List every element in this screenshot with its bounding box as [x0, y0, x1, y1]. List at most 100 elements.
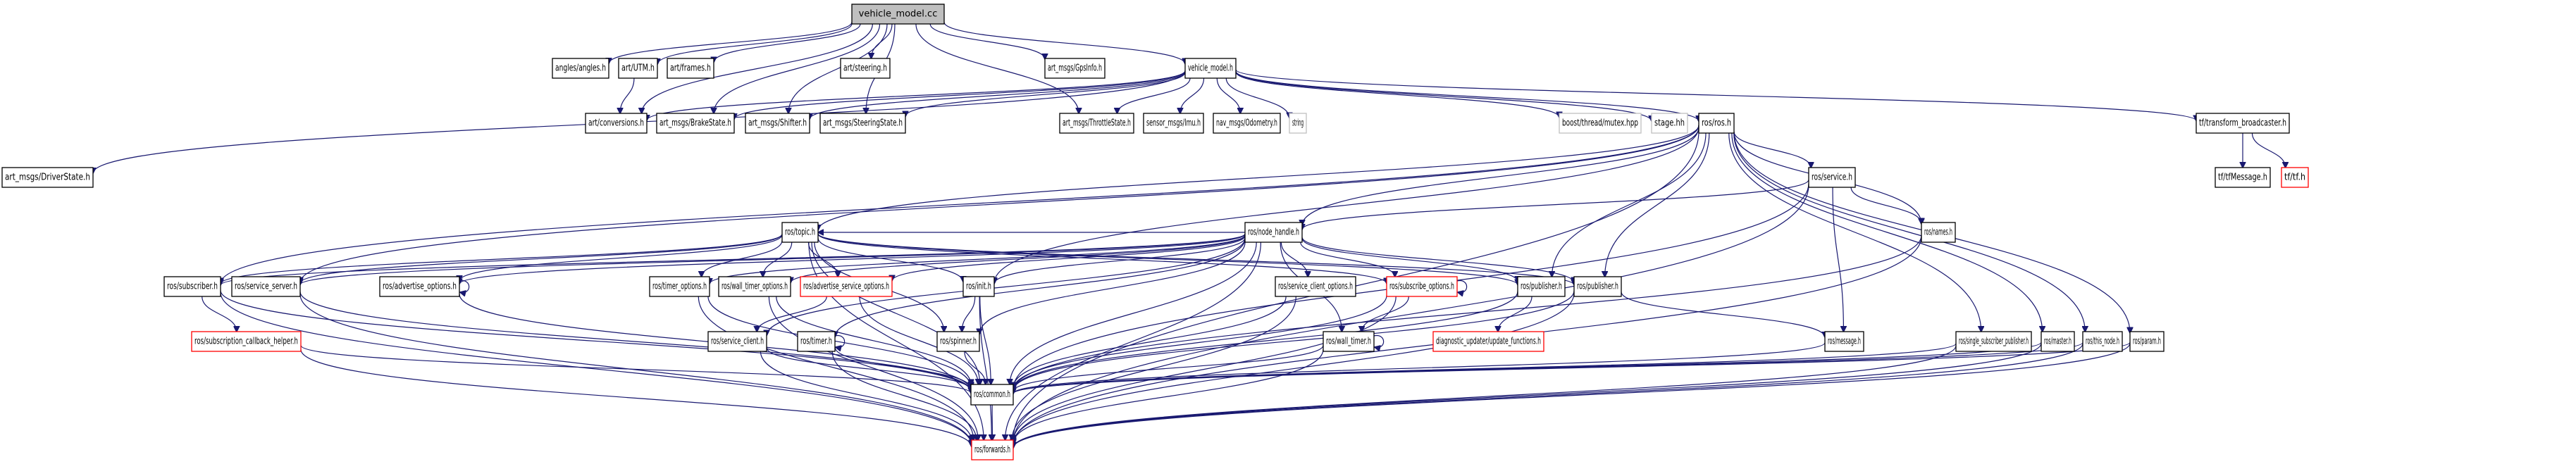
node-sub-cb-helper[interactable]: ros/subscription_callback_helper.h [191, 331, 302, 352]
node-label: art_msgs/DriverState.h [5, 173, 90, 183]
node-single-sub-pub[interactable]: ros/single_subscriber_publisher.h [1955, 331, 2032, 352]
node-odometry[interactable]: nav_msgs/Odometry.h [1213, 113, 1281, 134]
edge-line [202, 296, 237, 332]
node-init-h[interactable]: ros/init.h [962, 276, 995, 297]
node-message-h[interactable]: ros/message.h [1824, 331, 1864, 352]
node-shifter[interactable]: art_msgs/Shifter.h [745, 113, 810, 134]
edge-line [620, 77, 635, 113]
node-conversions[interactable]: art/conversions.h [585, 113, 648, 134]
node-throttlestate[interactable]: art_msgs/ThrottleState.h [1059, 113, 1134, 134]
node-node-handle[interactable]: ros/node_handle.h [1244, 222, 1303, 243]
node-tf-bcast[interactable]: tf/transform_broadcaster.h [2196, 113, 2290, 134]
edge-line [791, 234, 1246, 282]
node-label: ros/advertise_service_options.h [803, 282, 889, 292]
node-common-h[interactable]: ros/common.h [970, 384, 1014, 406]
edge-timer_h-to-timer_h [835, 335, 846, 348]
node-box [819, 113, 906, 134]
node-box [1573, 276, 1622, 297]
node-angles[interactable]: angles/angles.h [552, 58, 609, 79]
node-timer-options[interactable]: ros/timer_options.h [649, 276, 710, 297]
edge-subscribe_options-to-forwards_h [1013, 296, 1397, 442]
node-advertise-options[interactable]: ros/advertise_options.h [379, 276, 460, 297]
edge-ros_h-to-publisher_b [1605, 132, 1710, 277]
node-label: art/frames.h [670, 63, 711, 74]
edge-ros_h-to-master_h [1731, 132, 2043, 332]
edge-line [220, 290, 971, 391]
edge-line [1235, 71, 1559, 118]
node-service-h[interactable]: ros/service.h [1808, 167, 1856, 188]
node-label: art_msgs/ThrottleState.h [1063, 118, 1131, 129]
node-subscribe-options[interactable]: ros/subscribe_options.h [1386, 276, 1458, 297]
edge-adv_srv_options-to-service_client [757, 296, 827, 332]
edge-topic_h-to-publisher_b [817, 233, 1574, 285]
node-label: ros/ros.h [1702, 118, 1731, 129]
node-param-h[interactable]: ros/param.h [2129, 331, 2165, 352]
edge-init_h-to-spinner [962, 296, 976, 332]
node-box [618, 58, 658, 79]
node-topic-h[interactable]: ros/topic.h [781, 222, 819, 243]
edge-wall_timer_options-to-forwards_h [768, 296, 978, 440]
edge-line [810, 71, 1186, 120]
node-tfmessage[interactable]: tf/tfMessage.h [2215, 167, 2271, 188]
node-label: ros/subscriber.h [167, 282, 218, 292]
node-gpsinfo[interactable]: art_msgs/GpsInfo.h [1044, 58, 1106, 79]
node-this-node[interactable]: ros/this_node.h [2082, 331, 2123, 352]
edge-ros_h-to-single_sub_pub [1728, 132, 1981, 332]
edge-service_server-to-common_h [299, 291, 971, 391]
node-string: string [1289, 113, 1307, 134]
edge-line [1005, 242, 1262, 440]
node-service-server[interactable]: ros/service_server.h [231, 276, 301, 297]
node-srv-client-options[interactable]: ros/service_client_options.h [1275, 276, 1356, 297]
edges-layer [93, 21, 2286, 448]
node-label: ros/publisher.h [1521, 282, 1562, 292]
edge-line [1302, 180, 1809, 230]
node-forwards-h[interactable]: ros/forwards.h [971, 439, 1014, 460]
edge-line [915, 23, 1079, 113]
node-label: ros/service_client_options.h [1278, 282, 1353, 292]
edge-line [817, 237, 963, 282]
edge-ros_h-to-publisher_a [1552, 132, 1707, 277]
node-subscriber[interactable]: ros/subscriber.h [163, 276, 221, 297]
node-wall-timer-options[interactable]: ros/wall_timer_options.h [718, 276, 791, 297]
edge-line [1013, 296, 1287, 387]
edge-line [994, 127, 1699, 284]
edge-service_client-to-common_h [766, 347, 971, 391]
edge-node_handle-to-subscribe_options [1300, 242, 1395, 277]
node-wall-timer[interactable]: ros/wall_timer.h [1323, 331, 1375, 352]
node-service-client[interactable]: ros/service_client.h [707, 331, 767, 352]
node-publisher-b[interactable]: ros/publisher.h [1573, 276, 1622, 297]
node-frames[interactable]: art/frames.h [667, 58, 714, 79]
node-box [231, 276, 301, 297]
node-names-h[interactable]: ros/names.h [1921, 222, 1956, 243]
node-master-h[interactable]: ros/master.h [2041, 331, 2075, 352]
node-adv-srv-options[interactable]: ros/advertise_service_options.h [800, 276, 893, 297]
node-driverstate[interactable]: art_msgs/DriverState.h [1, 167, 94, 188]
node-brakestate[interactable]: art_msgs/BrakeState.h [656, 113, 735, 134]
edge-line [1552, 132, 1707, 277]
edge-service_h-to-forwards_h [1013, 184, 1809, 444]
node-box [379, 276, 460, 297]
edge-topic_h-to-subscribe_options [817, 233, 1387, 283]
node-vehicle-model-h[interactable]: vehicle_model.h [1184, 58, 1237, 79]
node-box [1323, 331, 1375, 352]
node-label: nav_msgs/Odometry.h [1216, 118, 1277, 129]
edge-timer_options-to-common_h [707, 296, 971, 387]
edge-line [459, 280, 470, 293]
node-stage: stage.hh [1651, 113, 1688, 134]
node-steeringstate[interactable]: art_msgs/SteeringState.h [819, 113, 906, 134]
node-spinner[interactable]: ros/spinner.h [936, 331, 980, 352]
edge-line [459, 234, 1246, 284]
node-box [718, 276, 791, 297]
node-diag-update[interactable]: diagnostic_updater/update_functions.h [1432, 331, 1544, 352]
node-publisher-a[interactable]: ros/publisher.h [1517, 276, 1566, 297]
node-imu[interactable]: sensor_msgs/Imu.h [1143, 113, 1204, 134]
node-utm[interactable]: art/UTM.h [618, 58, 658, 79]
node-label: ros/wall_timer_options.h [722, 282, 788, 292]
node-ros-h[interactable]: ros/ros.h [1698, 113, 1735, 134]
node-box [1808, 167, 1856, 188]
edge-line [1832, 187, 1843, 332]
node-tf-h[interactable]: tf/tf.h [2281, 167, 2309, 188]
node-steering[interactable]: art/steering.h [840, 58, 891, 79]
edge-message_h-to-common_h [1013, 342, 1826, 394]
node-timer-h[interactable]: ros/timer.h [797, 331, 836, 352]
